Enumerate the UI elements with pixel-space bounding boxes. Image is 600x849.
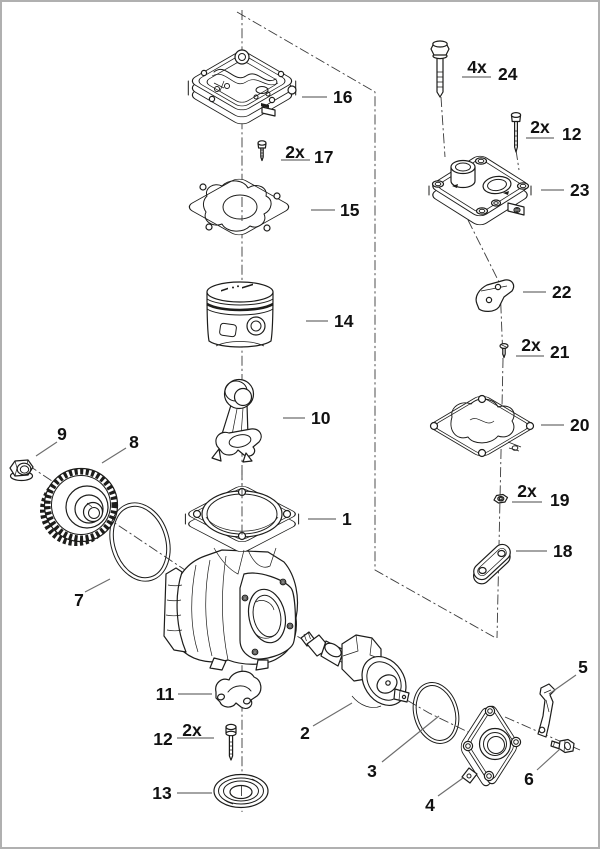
leader-6 — [536, 748, 561, 771]
callout-17: 17 — [314, 147, 333, 167]
qty-24: 4x — [467, 57, 487, 77]
part-18-link-strap — [473, 543, 511, 585]
leader-lines — [35, 76, 577, 797]
callout-11: 11 — [156, 684, 175, 704]
callout-15: 15 — [340, 200, 360, 220]
part-19-nut — [493, 493, 509, 504]
part-17-screw — [257, 140, 267, 162]
callout-7: 7 — [74, 590, 84, 610]
callout-19: 19 — [550, 490, 570, 510]
part-4-bearing-flange — [460, 705, 522, 787]
part-6-bolt — [550, 738, 575, 754]
callout-20: 20 — [570, 415, 590, 435]
part-16-cylinder-head — [187, 49, 297, 125]
callout-6: 6 — [524, 769, 534, 789]
leader-4 — [437, 777, 464, 797]
leader-9 — [35, 441, 58, 457]
part-8-drive-gear — [40, 467, 119, 546]
part-20-head-gasket — [429, 394, 535, 458]
qty-17: 2x — [285, 142, 305, 162]
leader-8 — [101, 447, 127, 464]
callout-18: 18 — [553, 541, 573, 561]
part-10-connecting-rod — [211, 378, 262, 463]
part-21-screw — [499, 343, 509, 359]
callout-5: 5 — [578, 657, 588, 677]
callout-24: 24 — [498, 64, 518, 84]
part-7-o-ring — [109, 502, 171, 582]
callout-labels: 16 2x 17 15 14 10 9 8 7 1 2 3 4 5 6 4x 2… — [57, 57, 590, 815]
callout-14: 14 — [334, 311, 354, 331]
leader-5 — [548, 674, 577, 695]
fold-boundary-line — [236, 11, 495, 638]
qty-12-bottom: 2x — [182, 720, 202, 740]
part-14-piston — [206, 281, 274, 348]
callout-12-top: 12 — [562, 124, 582, 144]
part-11-bearing-cap — [215, 670, 262, 710]
qty-12-top: 2x — [530, 117, 550, 137]
part-2-crankshaft — [300, 631, 410, 708]
part-12-screw-bottom — [225, 723, 237, 761]
callout-16: 16 — [333, 87, 353, 107]
bolt-24-centerline — [440, 96, 446, 158]
part-24-long-bolt — [430, 40, 450, 98]
part-3-o-ring — [412, 682, 460, 744]
qty-19: 2x — [517, 481, 537, 501]
callout-8: 8 — [129, 432, 139, 452]
gear-axis-line — [27, 464, 201, 581]
part-23-valve-plate — [428, 155, 532, 226]
callout-13: 13 — [152, 783, 172, 803]
part-22-valve-reed — [475, 279, 515, 312]
part-12-screw-top — [510, 111, 522, 153]
leader-7 — [84, 578, 111, 593]
callout-10: 10 — [311, 408, 331, 428]
callout-2: 2 — [300, 723, 310, 743]
part-9-nut — [9, 459, 34, 482]
callout-12-bottom: 12 — [153, 729, 173, 749]
callout-1: 1 — [342, 509, 352, 529]
part-5-bracket — [537, 683, 556, 738]
callout-9: 9 — [57, 424, 67, 444]
leader-2 — [312, 702, 353, 727]
callout-4: 4 — [425, 795, 435, 815]
callout-22: 22 — [552, 282, 572, 302]
qty-21: 2x — [521, 335, 541, 355]
screw-12-centerline — [515, 149, 520, 171]
callout-3: 3 — [367, 761, 377, 781]
part-15-head-gasket — [188, 178, 290, 236]
callout-21: 21 — [550, 342, 570, 362]
callout-23: 23 — [570, 180, 590, 200]
leader-3 — [381, 715, 440, 763]
part-1-crankcase — [163, 485, 300, 671]
part-13-seal-ring — [213, 773, 269, 809]
